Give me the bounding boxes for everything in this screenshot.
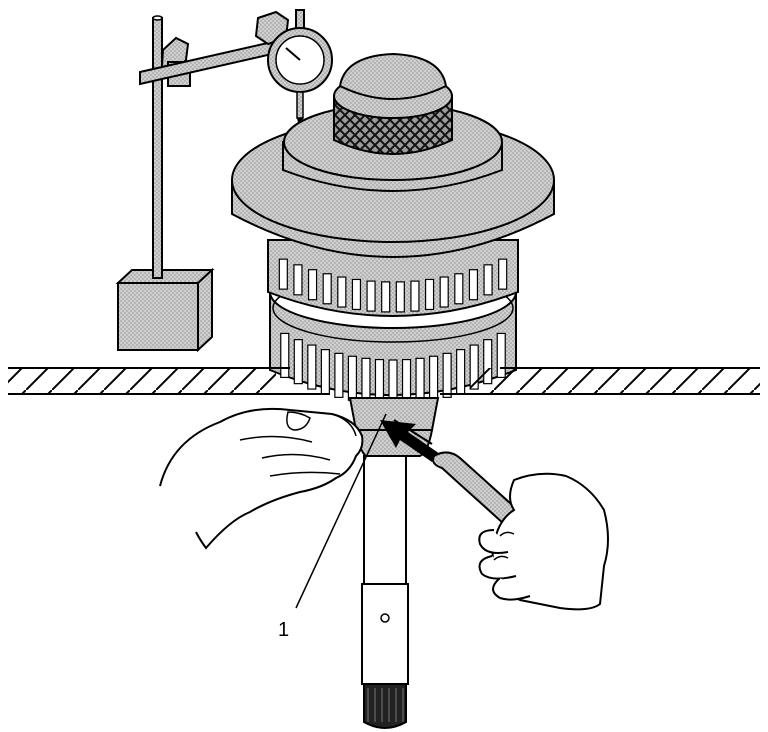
spline-tooth xyxy=(278,258,288,290)
spline-tooth xyxy=(351,278,362,311)
spline-tooth xyxy=(322,273,332,305)
callout-1: 1 xyxy=(278,413,387,641)
left-hand xyxy=(159,407,364,550)
spline-tooth xyxy=(401,358,412,405)
spline-tooth xyxy=(456,349,466,395)
spline-tooth xyxy=(337,276,347,308)
spline-tooth xyxy=(334,352,344,398)
dial-indicator xyxy=(267,9,333,132)
upper-splines xyxy=(278,258,508,313)
callout-leader-line xyxy=(295,413,387,609)
spline-tooth xyxy=(468,269,479,301)
spline-tooth xyxy=(415,357,425,403)
callout-label: 1 xyxy=(278,619,289,641)
spline-tooth xyxy=(381,281,391,313)
spline-tooth xyxy=(307,344,317,390)
spline-tooth xyxy=(280,332,290,379)
spline-tooth xyxy=(428,355,439,401)
magnetic-base-stand xyxy=(115,9,333,353)
magnetic-base xyxy=(117,282,199,351)
spline-tooth xyxy=(424,278,435,311)
work-bench xyxy=(8,367,760,395)
spline-tooth xyxy=(374,358,385,405)
spline-tooth xyxy=(454,273,464,305)
clutch-assembly xyxy=(231,52,555,405)
spline-tooth xyxy=(410,280,420,312)
spline-tooth xyxy=(498,258,508,290)
spline-tooth xyxy=(320,349,330,395)
spline-tooth xyxy=(442,352,452,398)
spline-tooth xyxy=(483,264,493,296)
spline-tooth xyxy=(347,355,358,401)
air-flow-arrow xyxy=(380,420,440,462)
spline-tooth xyxy=(395,281,405,313)
spline-tooth xyxy=(293,339,303,385)
shaft-splines xyxy=(367,688,404,722)
spline-tooth xyxy=(361,357,371,403)
spline-tooth xyxy=(307,269,318,301)
input-shaft xyxy=(348,397,440,729)
right-hand xyxy=(478,472,609,611)
upright-post xyxy=(152,17,163,279)
spline-tooth xyxy=(293,264,303,296)
spline-tooth xyxy=(439,276,449,308)
spline-tooth xyxy=(366,280,376,312)
